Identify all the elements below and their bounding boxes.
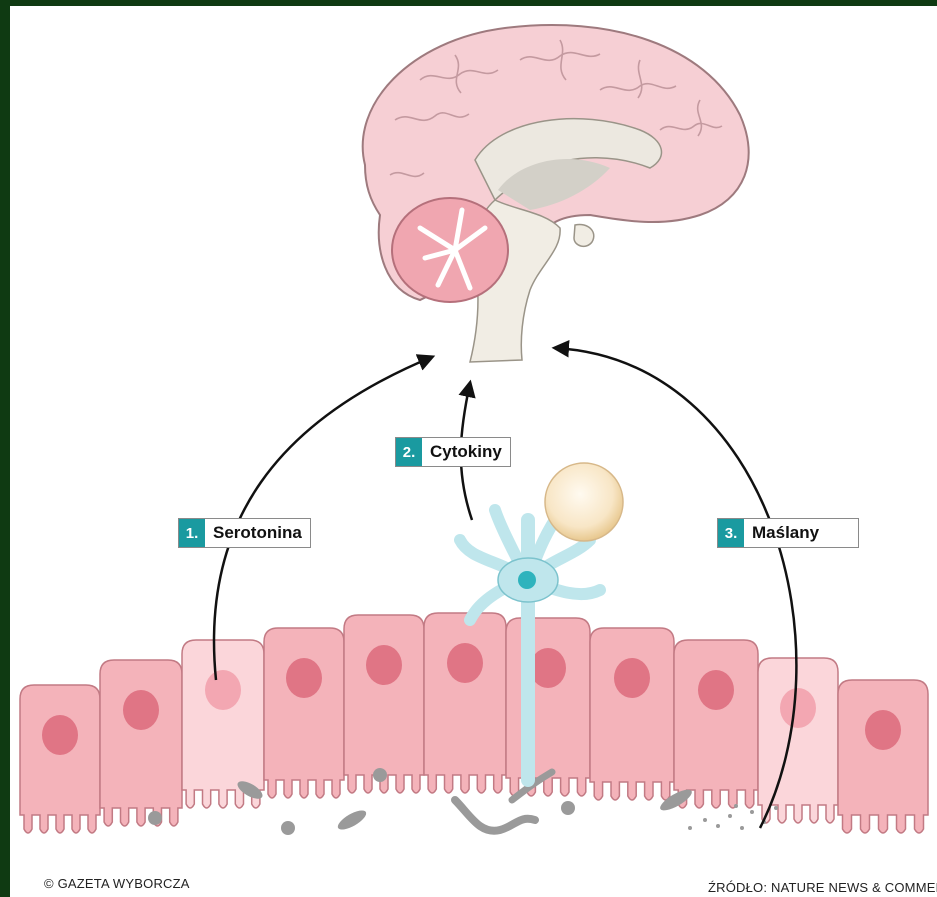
- epithelial-cell: [100, 660, 182, 826]
- epithelial-cell: [506, 618, 590, 796]
- epithelial-cell: [590, 628, 674, 800]
- bacterium: [373, 768, 387, 782]
- cell-nucleus: [366, 645, 402, 685]
- label-serotonina: 1. Serotonina: [178, 518, 311, 548]
- cell-nucleus: [780, 688, 816, 728]
- epithelial-cell: [182, 640, 264, 808]
- cell-nucleus: [205, 670, 241, 710]
- label-number: 2.: [396, 438, 422, 466]
- cell-nucleus: [286, 658, 322, 698]
- epithelial-cell: [838, 680, 928, 833]
- cell-nucleus: [447, 643, 483, 683]
- cell-nucleus: [530, 648, 566, 688]
- label-text: Cytokiny: [422, 438, 510, 466]
- cell-nucleus: [865, 710, 901, 750]
- cell-nucleus: [614, 658, 650, 698]
- bacterium: [455, 800, 535, 831]
- label-number: 3.: [718, 519, 744, 547]
- bacterium: [335, 807, 369, 833]
- label-cytokiny: 2. Cytokiny: [395, 437, 511, 467]
- epithelial-cell: [344, 615, 424, 793]
- label-text: Maślany: [744, 519, 827, 547]
- cell-nucleus: [42, 715, 78, 755]
- source-credit: ŹRÓDŁO: NATURE NEWS & COMMEN: [708, 880, 937, 895]
- antigen-particle: [545, 463, 623, 541]
- cell-nucleus: [123, 690, 159, 730]
- copyright-notice: © GAZETA WYBORCZA: [44, 876, 190, 891]
- label-number: 1.: [179, 519, 205, 547]
- epithelial-cell: [264, 628, 344, 798]
- epithelial-cell: [20, 685, 100, 833]
- bacterium: [148, 811, 162, 825]
- epithelial-cell: [674, 640, 758, 808]
- bacterium: [561, 801, 575, 815]
- epithelial-cell: [758, 658, 838, 823]
- cell-nucleus: [698, 670, 734, 710]
- label-maslany: 3. Maślany: [717, 518, 859, 548]
- label-text: Serotonina: [205, 519, 310, 547]
- brain-illustration: [363, 25, 749, 362]
- bacterium: [281, 821, 295, 835]
- epithelial-cell: [424, 613, 506, 793]
